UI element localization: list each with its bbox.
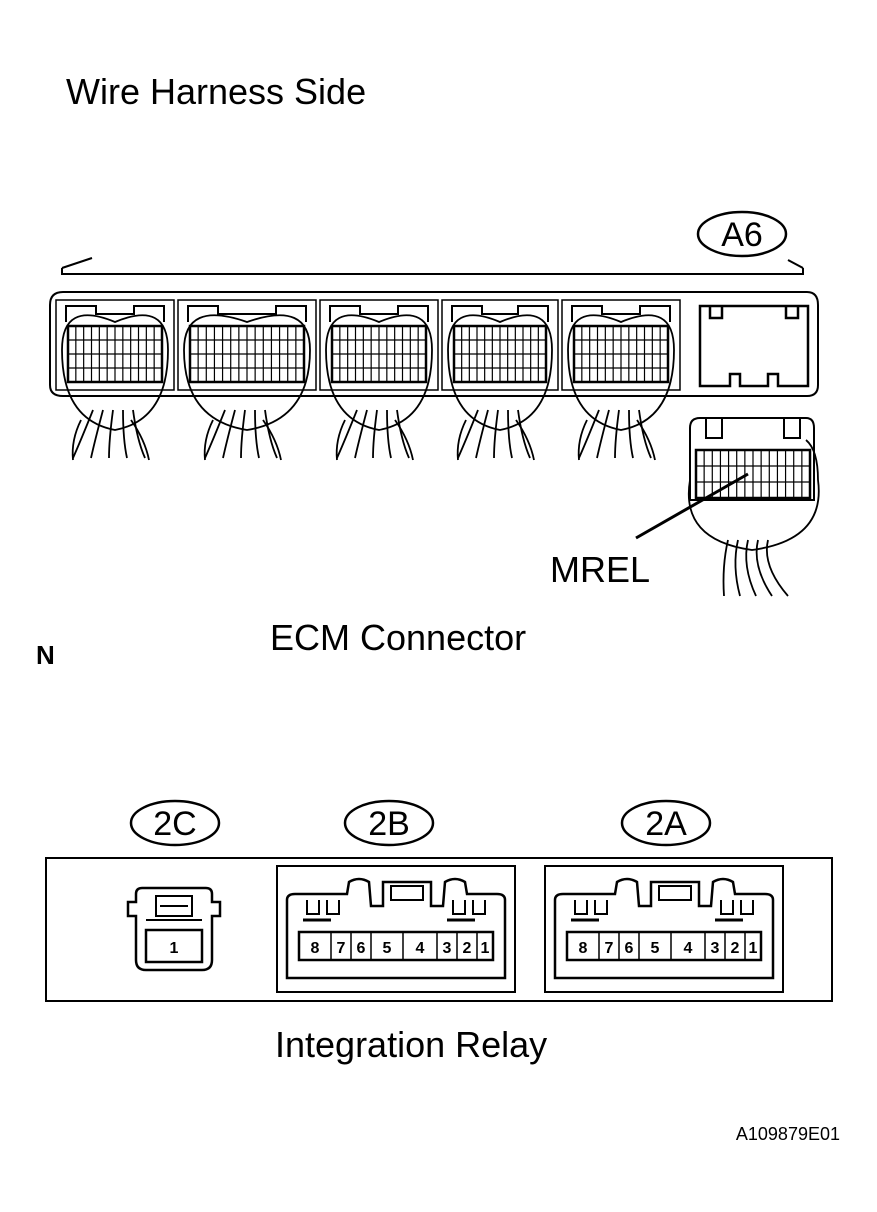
relay-pin-label: 7 [337, 940, 346, 957]
relay-pin-label: 1 [481, 940, 490, 957]
relay-pin-label: 4 [416, 940, 425, 957]
integration-relay-outline [45, 857, 833, 1002]
relay-connector-2b-badge: 2B [343, 799, 435, 847]
ecm-connector-a6-socket [698, 304, 810, 388]
page-title: Wire Harness Side [66, 71, 366, 112]
ecm-housing [49, 257, 819, 397]
ecm-module-4 [441, 299, 559, 461]
ecm-connector-a6-plug [687, 417, 820, 597]
relay-pin-label: 8 [579, 940, 588, 957]
ecm-module-1 [55, 299, 175, 461]
relay-connector-2c-badge: 2C [129, 799, 221, 847]
relay-pin-label: 7 [605, 940, 614, 957]
relay-pin-label: 2 [463, 940, 472, 957]
relay-pin-label: 4 [684, 940, 693, 957]
side-mark: N [36, 640, 55, 670]
integration-relay-caption: Integration Relay [275, 1024, 547, 1065]
ecm-module-3 [319, 299, 439, 461]
relay-pin-label: 1 [749, 940, 758, 957]
relay-pin-label: 6 [625, 940, 634, 957]
relay-connector-2a-badge: 2A [620, 799, 712, 847]
ecm-connector-code: A6 [721, 216, 763, 254]
ecm-module-2 [177, 299, 317, 461]
relay-pin-label: 5 [383, 940, 392, 957]
relay-connector-2c [126, 886, 222, 972]
relay-pin-label: 6 [357, 940, 366, 957]
relay-pin-label: 3 [443, 940, 452, 957]
ecm-module-5 [561, 299, 681, 461]
relay-connector-2a-code: 2A [645, 805, 687, 843]
ecm-connector-caption: ECM Connector [270, 617, 526, 658]
ecm-connector-code-badge: A6 [696, 210, 788, 258]
relay-connector-2c-code: 2C [153, 805, 196, 843]
mrel-leader-line [635, 472, 749, 540]
relay-pin-label: 8 [311, 940, 320, 957]
mrel-terminal-label: MREL [550, 549, 650, 590]
ecm-connector-modules [55, 299, 681, 461]
relay-pin-label: 5 [651, 940, 660, 957]
relay-pin-label: 3 [711, 940, 720, 957]
relay-2c-pin: 1 [170, 940, 179, 957]
relay-connector-2b-code: 2B [368, 805, 410, 843]
figure-id: A109879E01 [736, 1124, 840, 1144]
relay-pin-label: 2 [731, 940, 740, 957]
